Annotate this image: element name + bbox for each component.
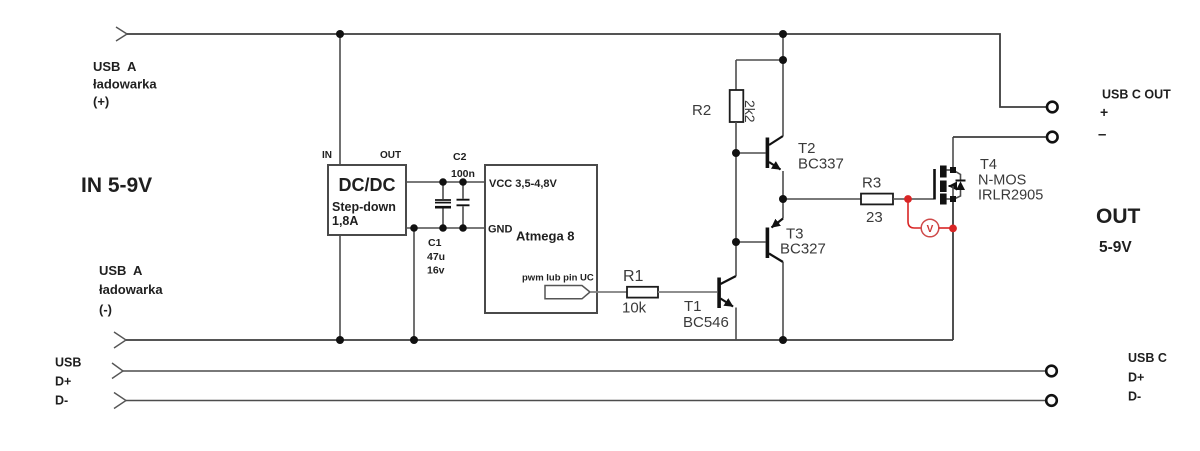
t4-ref-label: T4 [980,157,997,173]
t4-channel-drain [940,165,947,178]
resistor-r3 [860,192,894,206]
usb-c-out-label: USB C OUT [1102,88,1171,102]
r2-ref-label: R2 [692,102,711,119]
cap-c1-voltage-label: 16v [427,265,445,277]
dcdc-converter-box [327,164,407,236]
usb-a-minus-label-line1: USB A [99,263,143,278]
atmega-pwm-label: pwm lub pin UC [522,273,594,284]
atmega-name-label: Atmega 8 [516,229,575,244]
usb-dminus-label: D- [55,394,68,408]
pwm-pin-tag [544,284,592,300]
junction-dot [732,238,740,246]
junction-dot [336,336,344,344]
usb-c-minus-label: – [1098,126,1106,143]
output-label: OUT [1096,205,1141,228]
t4-type-label: N-MOS [978,173,1026,189]
t2-emitter [768,161,782,171]
t3-base-bar [765,227,770,258]
t1-ref-label: T1 [684,298,702,315]
junction-dot [439,224,447,232]
usb-data-label: USB [55,356,81,370]
cap-c2-ref-label: C2 [453,151,467,163]
usb-c-dminus-label: D- [1128,390,1141,404]
t4-diode-triangle [956,181,965,190]
t2-ref-label: T2 [798,140,816,157]
output-voltage-label: 5-9V [1099,239,1132,256]
junction-dot [779,336,787,344]
usb-c-minus-terminal [1045,130,1059,144]
usb-a-plus-label-line3: (+) [93,94,109,109]
wire-positive-rail [127,33,1046,108]
junction-dot [459,224,467,232]
t2-collector [768,135,784,146]
r2-value-label: 2k2 [742,100,758,123]
cap-c1-value-label: 47u [427,251,445,263]
usb-a-minus-label-line2: ładowarka [99,282,163,297]
t4-gate-bar [933,169,936,200]
t4-source-junction [950,196,956,202]
resistor-r1 [626,285,659,299]
t4-channel-body [940,180,947,192]
junction-dot [410,336,418,344]
junction-dot [779,195,787,203]
usb-c-label: USB C [1128,351,1167,365]
t4-drain-junction [950,167,956,173]
input-minus-chevron-icon [113,331,128,349]
junction-dot [410,224,418,232]
voltmeter-lead-left [907,199,921,229]
r1-value-label: 10k [622,300,647,317]
dminus-chevron-icon [113,391,128,410]
usb-a-minus-label-line3: (-) [99,302,112,317]
usb-c-dplus-terminal [1044,364,1059,378]
junction-dot [779,30,787,38]
atmega-vcc-label: VCC 3,5-4,8V [489,178,558,190]
dcdc-name-label: DC/DC [339,175,396,195]
dcdc-current-label: 1,8A [332,214,358,228]
junction-dot [336,30,344,38]
voltmeter-tap-dot-right [949,224,957,233]
junction-dot [779,56,787,64]
resistor-r2 [728,89,745,123]
t4-part-label: IRLR2905 [978,188,1043,204]
t4-channel-source [940,193,947,205]
t1-base-bar [717,277,721,308]
input-voltage-label: IN 5-9V [81,174,152,197]
t1-emitter [719,297,734,308]
t1-part-label: BC546 [683,314,729,331]
usb-a-plus-label-line2: ładowarka [93,77,157,92]
usb-c-plus-terminal [1045,100,1059,114]
voltmeter-tap-dot-left [904,195,912,203]
usb-dplus-label: D+ [55,375,71,389]
input-plus-chevron-icon [115,26,129,42]
atmega-gnd-label: GND [488,224,513,236]
junction-dot [732,149,740,157]
cap-c2-value-label: 100n [451,168,475,180]
t3-collector [768,252,784,263]
t1-collector [719,275,737,285]
t2-base-bar [765,137,770,168]
usb-a-plus-label-line1: USB A [93,59,137,74]
r1-ref-label: R1 [623,268,644,285]
usb-c-dminus-terminal [1044,393,1059,408]
voltmeter-symbol: V [927,224,934,235]
cap-c1-ref-label: C1 [428,237,442,249]
t3-emitter [770,217,784,229]
dcdc-pin-out-label: OUT [380,150,401,161]
junction-dot [459,178,467,186]
r3-value-label: 23 [866,209,883,226]
usb-c-dplus-label: D+ [1128,371,1144,385]
usb-c-plus-label: + [1100,104,1108,120]
t2-part-label: BC337 [798,156,844,173]
junction-dot [439,178,447,186]
t3-part-label: BC327 [780,241,826,258]
r3-ref-label: R3 [862,175,881,192]
t3-ref-label: T3 [786,226,804,243]
dcdc-type-label: Step-down [332,200,396,214]
dcdc-pin-in-label: IN [322,150,332,161]
dplus-chevron-icon [111,362,125,380]
